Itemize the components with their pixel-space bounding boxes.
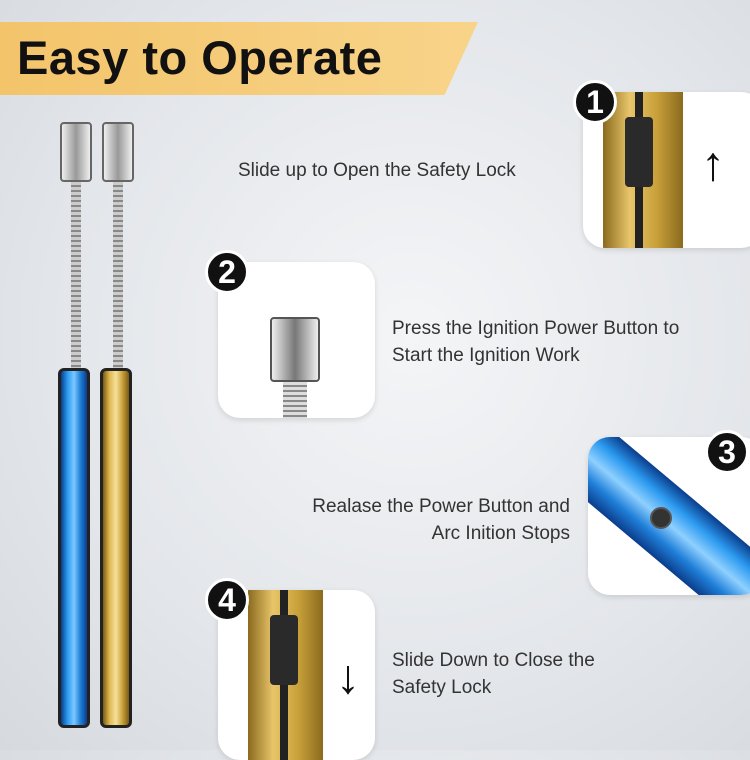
step-1-badge: 1: [573, 80, 617, 124]
step-3-badge: 3: [705, 430, 749, 474]
page-title: Easy to Operate: [17, 31, 383, 84]
arrow-down-icon: ↓: [336, 651, 360, 704]
step-1-image: ↑: [583, 92, 750, 248]
blue-lighter-head: [60, 122, 92, 182]
gold-lighter-neck: [113, 182, 123, 372]
blue-lighter-body: [58, 368, 90, 728]
step-2-image: [218, 262, 375, 418]
step-4-badge: 4: [205, 578, 249, 622]
gold-lighter-head: [102, 122, 134, 182]
step-2-line-1: Press the Ignition Power Button to: [392, 318, 680, 339]
step-1-text: Slide up to Open the Safety Lock: [238, 160, 516, 181]
step-4-image: ↓: [218, 590, 375, 760]
step-3-line-2: Arc Inition Stops: [431, 523, 570, 544]
step-4-line-2: Safety Lock: [392, 677, 492, 698]
blue-lighter-neck: [71, 182, 81, 372]
step-2-badge: 2: [205, 250, 249, 294]
arrow-up-icon: ↑: [701, 138, 725, 191]
title-banner: Easy to Operate: [0, 22, 478, 95]
step-3-line-1: Realase the Power Button and: [312, 496, 570, 517]
step-4-line-1: Slide Down to Close the: [392, 650, 595, 671]
step-2-line-2: Start the Ignition Work: [392, 345, 580, 366]
gold-lighter-body: [100, 368, 132, 728]
step-2-text: Press the Ignition Power Button to Start …: [392, 315, 679, 369]
